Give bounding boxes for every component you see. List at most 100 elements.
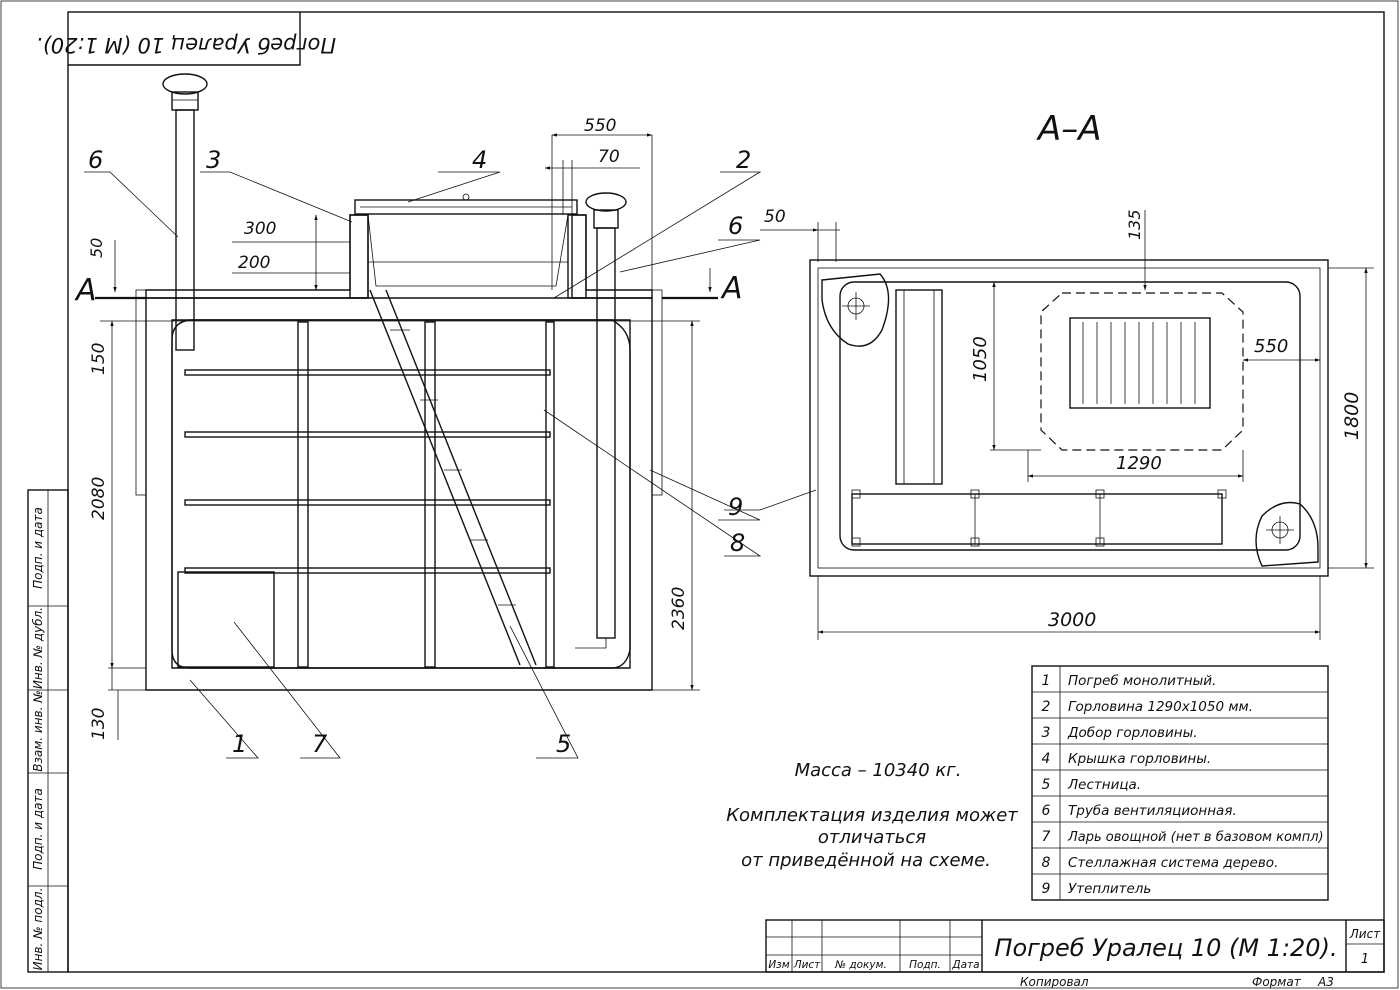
plan-view: А–А [724, 109, 1374, 640]
part-num-3: 3 [1042, 725, 1051, 741]
dim-50-plan: 50 [764, 207, 786, 227]
part-name-2: Горловина 1290х1050 мм. [1068, 699, 1253, 715]
lid-plan [1069, 317, 1211, 409]
parts-table: 1 Погреб монолитный. 2 Горловина 1290х10… [1031, 665, 1329, 901]
part-num-9: 9 [1042, 881, 1051, 897]
dim-3000: 3000 [1048, 609, 1096, 631]
lid-slats [1082, 322, 1196, 404]
part-name-9: Утеплитель [1068, 881, 1151, 897]
mirrored-title-stamp: Погреб Уралец 10 (М 1:20). [36, 12, 336, 66]
tb-header-sign: Подп. [909, 959, 941, 971]
part-num-6: 6 [1042, 803, 1051, 819]
part-num-2: 2 [1042, 699, 1051, 715]
dim-550-top: 550 [584, 116, 616, 136]
part-name-3: Добор горловины. [1067, 725, 1198, 741]
part-num-1: 1 [1042, 673, 1051, 689]
vent-plan-left [821, 273, 890, 347]
plan-interior [839, 281, 1301, 551]
dimensions-section [108, 133, 700, 740]
dim-50-left: 50 [87, 238, 106, 258]
neck-inner [367, 214, 569, 287]
cut-letter-left: А [74, 273, 97, 308]
cellar-interior [171, 319, 631, 669]
format-label: Формат [1252, 975, 1302, 989]
part-num-8: 8 [1042, 855, 1051, 871]
dim-1290: 1290 [1116, 453, 1162, 474]
title-block: Изм Лист № докум. Подп. Дата Погреб Урал… [765, 919, 1385, 989]
ladder [369, 289, 537, 666]
callout-2: 2 [736, 146, 751, 174]
format-value: А3 [1317, 975, 1334, 989]
callout-8: 8 [730, 529, 745, 557]
note-line-1: Комплектация изделия может [726, 805, 1018, 826]
part-name-4: Крышка горловины. [1068, 751, 1211, 767]
part-name-8: Стеллажная система дерево. [1068, 855, 1278, 871]
vent-pipe-left [162, 73, 208, 351]
cellar-walls [145, 297, 653, 691]
section-view: А А [74, 73, 762, 759]
insulation-right [651, 289, 663, 496]
side-field-1: Подп. и дата [31, 507, 45, 589]
shelf-plan [851, 493, 1223, 545]
side-field-3: Взам. инв. № [31, 690, 45, 771]
vent-pipe-right [575, 192, 627, 649]
callout-1: 1 [232, 730, 247, 758]
shelving-system [184, 321, 555, 668]
drawing-frame [67, 11, 1385, 973]
copied-label: Копировал [1020, 975, 1089, 989]
side-field-2: Инв. № дубл. [31, 607, 45, 689]
dim-300: 300 [244, 219, 276, 239]
part-name-7: Ларь овощной (нет в базовом компл) [1067, 830, 1324, 845]
section-label: А–А [1036, 109, 1102, 149]
dimensions-plan [760, 210, 1374, 640]
neck-wall-left [349, 214, 369, 299]
note-line-3: от приведённой на схеме. [741, 850, 991, 871]
plan-wall [817, 267, 1321, 569]
tb-header-doc: № докум. [834, 959, 887, 971]
callout-6-right: 6 [728, 212, 743, 240]
part-name-6: Труба вентиляционная. [1068, 803, 1237, 819]
part-num-7: 7 [1042, 829, 1051, 845]
ladder-plan [895, 289, 943, 485]
sheet-number: 1 [1361, 952, 1369, 967]
dim-70: 70 [598, 147, 620, 167]
side-field-5: Инв. № подл. [31, 888, 45, 971]
dim-150: 150 [89, 343, 109, 375]
mirrored-title-text: Погреб Уралец 10 (М 1:20). [36, 33, 336, 57]
dim-2360: 2360 [669, 587, 689, 630]
tb-header-sheet: Лист [793, 959, 821, 971]
vent-plan-right [1255, 501, 1319, 567]
insulation-left [135, 289, 147, 496]
note-line-2: отличаться [818, 827, 926, 848]
neck-wall-right [567, 214, 587, 299]
cut-letter-right: А [720, 271, 743, 306]
tb-header-date: Дата [951, 959, 979, 971]
dim-1800: 1800 [1341, 392, 1363, 440]
callouts-section: 6 3 4 2 6 1 7 5 8 9 [84, 146, 762, 759]
part-name-1: Погреб монолитный. [1068, 673, 1216, 689]
dim-550-plan: 550 [1254, 336, 1288, 357]
callout-4: 4 [472, 146, 487, 174]
title-block-title: Погреб Уралец 10 (М 1:20). [994, 934, 1337, 962]
dim-2080: 2080 [89, 477, 109, 520]
part-num-4: 4 [1042, 751, 1051, 767]
part-num-5: 5 [1042, 777, 1051, 793]
plan-insulation [809, 259, 1329, 577]
neck-plan [1040, 292, 1244, 451]
callout-5: 5 [556, 730, 571, 758]
callout-9-section: 9 [728, 493, 743, 521]
part-name-5: Лестница. [1067, 777, 1141, 793]
tb-header-rev: Изм [768, 959, 789, 971]
sheet-label: Лист [1349, 927, 1381, 941]
callout-7: 7 [312, 730, 328, 758]
side-stamp-strip: Подп. и дата Инв. № дубл. Взам. инв. № П… [27, 489, 69, 973]
callout-3: 3 [206, 146, 221, 174]
dim-130: 130 [89, 708, 109, 740]
dim-135: 135 [1125, 209, 1144, 240]
callout-6-left: 6 [88, 146, 103, 174]
dim-200: 200 [238, 253, 270, 273]
mass-note: Масса – 10340 кг. [795, 760, 962, 781]
side-field-4: Подп. и дата [31, 788, 45, 870]
